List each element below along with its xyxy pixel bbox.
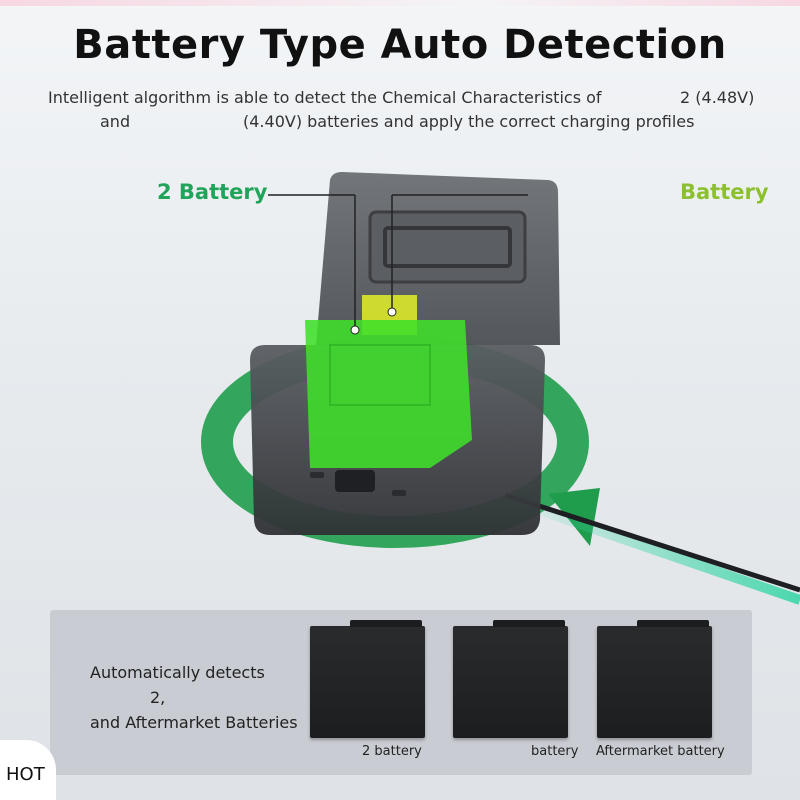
cable-glow — [508, 495, 800, 605]
hot-badge-text: HOT — [6, 764, 45, 785]
battery-caption-1: 2 battery — [362, 744, 422, 759]
battery-card-3 — [597, 620, 712, 738]
usb-port — [335, 470, 375, 492]
battery-caption-3: Aftermarket battery — [596, 744, 725, 759]
battery-compatibility-panel: Automatically detects 2, and Aftermarket… — [50, 610, 752, 775]
subtitle-line2-end: (4.40V) batteries and apply the correct … — [243, 112, 695, 131]
charger-lid — [316, 172, 560, 345]
panel-line3: and Aftermarket Batteries — [90, 713, 298, 732]
charging-cable — [504, 492, 800, 593]
battery-card-2 — [453, 620, 568, 738]
top-accent-strip — [0, 0, 800, 6]
panel-description: Automatically detects 2, and Aftermarket… — [90, 660, 298, 735]
page-title: Battery Type Auto Detection — [73, 22, 727, 68]
callout-label-right: Battery — [680, 180, 769, 204]
battery-caption-2: battery — [531, 744, 579, 759]
panel-line2: 2, — [150, 688, 166, 707]
subtitle-line1-end: 2 (4.48V) — [680, 88, 755, 107]
panel-line1: Automatically detects — [90, 663, 265, 682]
subtitle-line1-start: Intelligent algorithm is able to detect … — [48, 88, 602, 107]
battery-card-1 — [310, 620, 425, 738]
battery-green — [305, 320, 472, 468]
hot-badge — [0, 740, 56, 800]
callout-label-left: 2 Battery — [157, 180, 268, 204]
charger-illustration — [201, 172, 800, 605]
subtitle-line2-start: and — [100, 112, 131, 131]
callout-lines — [268, 194, 528, 335]
